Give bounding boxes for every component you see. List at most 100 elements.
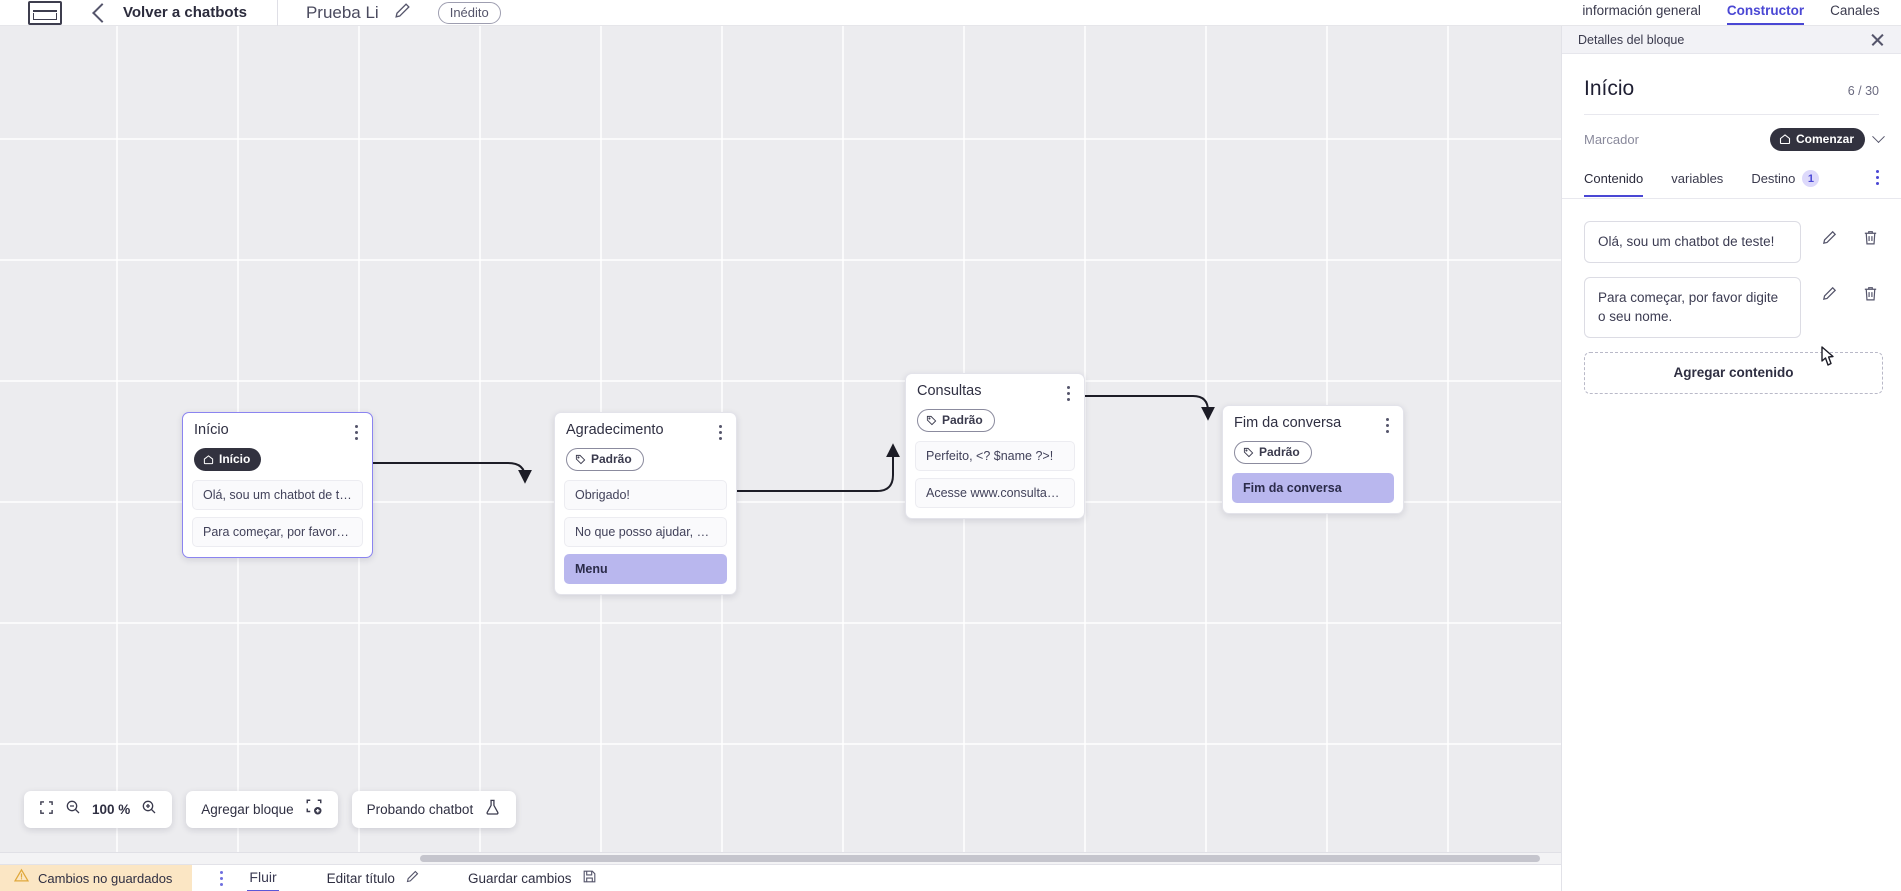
pencil-icon[interactable] — [1821, 229, 1838, 251]
publish-status-badge: Inédito — [437, 1, 501, 24]
tab-destino[interactable]: Destino 1 — [1751, 166, 1820, 198]
zoom-in-icon[interactable] — [141, 799, 157, 820]
flow-node-inicio[interactable]: Início Início Olá, sou um chatbot de tes… — [182, 412, 373, 558]
test-chatbot-button[interactable]: Probando chatbot — [351, 791, 517, 828]
save-disk-icon — [582, 869, 597, 887]
tab-destino-label: Destino — [1751, 171, 1796, 186]
node-menu-button[interactable] — [719, 422, 722, 440]
tab-fluir[interactable]: Fluir — [247, 865, 279, 891]
node-header: Fim da conversa — [1223, 415, 1403, 433]
trash-icon[interactable] — [1862, 285, 1879, 307]
add-content-button[interactable]: Agregar contenido — [1584, 351, 1883, 394]
block-title: Início — [1584, 77, 1635, 100]
node-badge-row: Padrão — [906, 401, 1084, 432]
tab-variables[interactable]: variables — [1671, 167, 1723, 197]
node-badge-default: Padrão — [566, 448, 644, 471]
home-icon — [203, 454, 214, 464]
zoom-level-value: 100 % — [92, 802, 131, 817]
home-icon — [1779, 134, 1791, 145]
bot-name-label: Prueba Li — [305, 2, 379, 22]
content-text[interactable]: Para começar, por favor digite o seu nom… — [1584, 276, 1801, 338]
node-badge-label: Padrão — [1259, 445, 1300, 459]
marker-value-badge[interactable]: Comenzar — [1769, 128, 1865, 151]
tab-canales[interactable]: Canales — [1830, 3, 1880, 18]
node-badge-row: Padrão — [1223, 433, 1403, 464]
panel-topbar-title: Detalles del bloque — [1578, 32, 1685, 47]
edit-title-label: Editar título — [326, 870, 395, 886]
node-message[interactable]: Acesse www.consultas.com par... — [915, 478, 1075, 508]
edit-title-button[interactable]: Editar título — [327, 869, 420, 887]
tab-contenido[interactable]: Contenido — [1584, 167, 1644, 197]
chevron-down-icon[interactable] — [1872, 130, 1885, 144]
fit-screen-icon[interactable] — [39, 800, 54, 820]
node-title: Início — [194, 422, 229, 438]
node-message[interactable]: Olá, sou um chatbot de teste! — [192, 480, 363, 510]
tab-variables-label: variables — [1671, 171, 1724, 186]
node-messages: Fim da conversa — [1223, 464, 1403, 503]
panel-content-list: Olá, sou um chatbot de teste! Par — [1562, 199, 1901, 338]
pencil-icon[interactable] — [393, 1, 412, 25]
top-header: Volver a chatbots Prueba Li Inédito — [0, 0, 1561, 33]
node-messages: Olá, sou um chatbot de teste! Para começ… — [183, 471, 372, 547]
scrollbar-thumb[interactable] — [420, 855, 1540, 862]
app-tabs: información general Constructor Canales — [1561, 0, 1901, 26]
save-changes-label: Guardar cambios — [467, 870, 572, 886]
canvas-horizontal-scrollbar[interactable] — [0, 852, 1561, 864]
node-menu-button[interactable] — [1386, 415, 1389, 433]
node-message[interactable]: Perfeito, <? $name ?>! — [915, 441, 1075, 471]
node-message-menu[interactable]: Menu — [564, 554, 727, 584]
node-menu-button[interactable] — [355, 422, 358, 440]
block-details-panel: Detalles del bloque Início 6 / 30 Marcad… — [1561, 26, 1901, 891]
warning-triangle-icon — [13, 868, 30, 888]
flow-canvas[interactable]: Início Início Olá, sou um chatbot de tes… — [0, 26, 1561, 864]
pencil-icon — [405, 869, 420, 887]
save-changes-button[interactable]: Guardar cambios — [468, 869, 597, 887]
node-badge-start: Início — [194, 448, 262, 471]
trash-icon[interactable] — [1862, 229, 1879, 251]
node-badge-row: Padrão — [555, 440, 736, 471]
add-block-icon — [305, 798, 323, 821]
add-block-label: Agregar bloque — [201, 802, 294, 817]
add-block-button[interactable]: Agregar bloque — [186, 791, 338, 828]
destino-count-badge: 1 — [1802, 170, 1820, 187]
node-title: Consultas — [917, 383, 982, 399]
pencil-icon[interactable] — [1821, 285, 1838, 307]
content-item-actions — [1801, 277, 1883, 307]
panel-topbar: Detalles del bloque — [1562, 26, 1901, 54]
node-message-end[interactable]: Fim da conversa — [1232, 473, 1394, 503]
chevron-left-icon[interactable] — [92, 2, 112, 23]
panel-tabs-more-button[interactable] — [1876, 170, 1879, 194]
node-menu-button[interactable] — [1067, 383, 1070, 401]
content-item: Para começar, por favor digite o seu nom… — [1584, 276, 1883, 338]
tag-icon — [1243, 447, 1254, 457]
block-counter: 6 / 30 — [1847, 84, 1879, 98]
tab-contenido-label: Contenido — [1584, 171, 1644, 186]
node-badge-default: Padrão — [917, 409, 995, 432]
node-message[interactable]: Obrigado! — [564, 480, 727, 510]
marker-label: Marcador — [1584, 132, 1639, 147]
content-text[interactable]: Olá, sou um chatbot de teste! — [1584, 221, 1801, 263]
flow-node-agradecimento[interactable]: Agradecimento Padrão Obrigado! No que po… — [554, 412, 737, 595]
status-more-button[interactable] — [220, 870, 224, 886]
marker-row: Marcador Comenzar — [1562, 115, 1901, 166]
node-header: Consultas — [906, 383, 1084, 401]
tab-informacion-general[interactable]: información general — [1582, 3, 1701, 18]
panel-divider — [1584, 114, 1879, 115]
zoom-out-icon[interactable] — [65, 799, 81, 820]
flow-node-fim-da-conversa[interactable]: Fim da conversa Padrão Fim da conversa — [1222, 405, 1404, 514]
node-message[interactable]: No que posso ajudar, <? $name ... — [564, 517, 727, 547]
marker-control: Comenzar — [1769, 128, 1885, 151]
zoom-controls: 100 % — [24, 791, 173, 828]
bottom-status-bar: Cambios no guardados Fluir Editar título… — [0, 864, 1561, 891]
node-header: Agradecimento — [555, 422, 736, 440]
tab-constructor[interactable]: Constructor — [1726, 3, 1805, 25]
node-badge-default: Padrão — [1234, 441, 1312, 464]
panel-header: Início 6 / 30 — [1562, 54, 1901, 114]
tag-icon — [575, 454, 586, 464]
node-message[interactable]: Para começar, por favor digite o ... — [192, 517, 363, 547]
flow-node-consultas[interactable]: Consultas Padrão Perfeito, <? $name ?>! … — [905, 373, 1085, 519]
back-to-chatbots-link[interactable]: Volver a chatbots — [123, 4, 247, 21]
close-icon[interactable] — [1870, 32, 1885, 47]
node-badge-label: Padrão — [942, 413, 983, 427]
